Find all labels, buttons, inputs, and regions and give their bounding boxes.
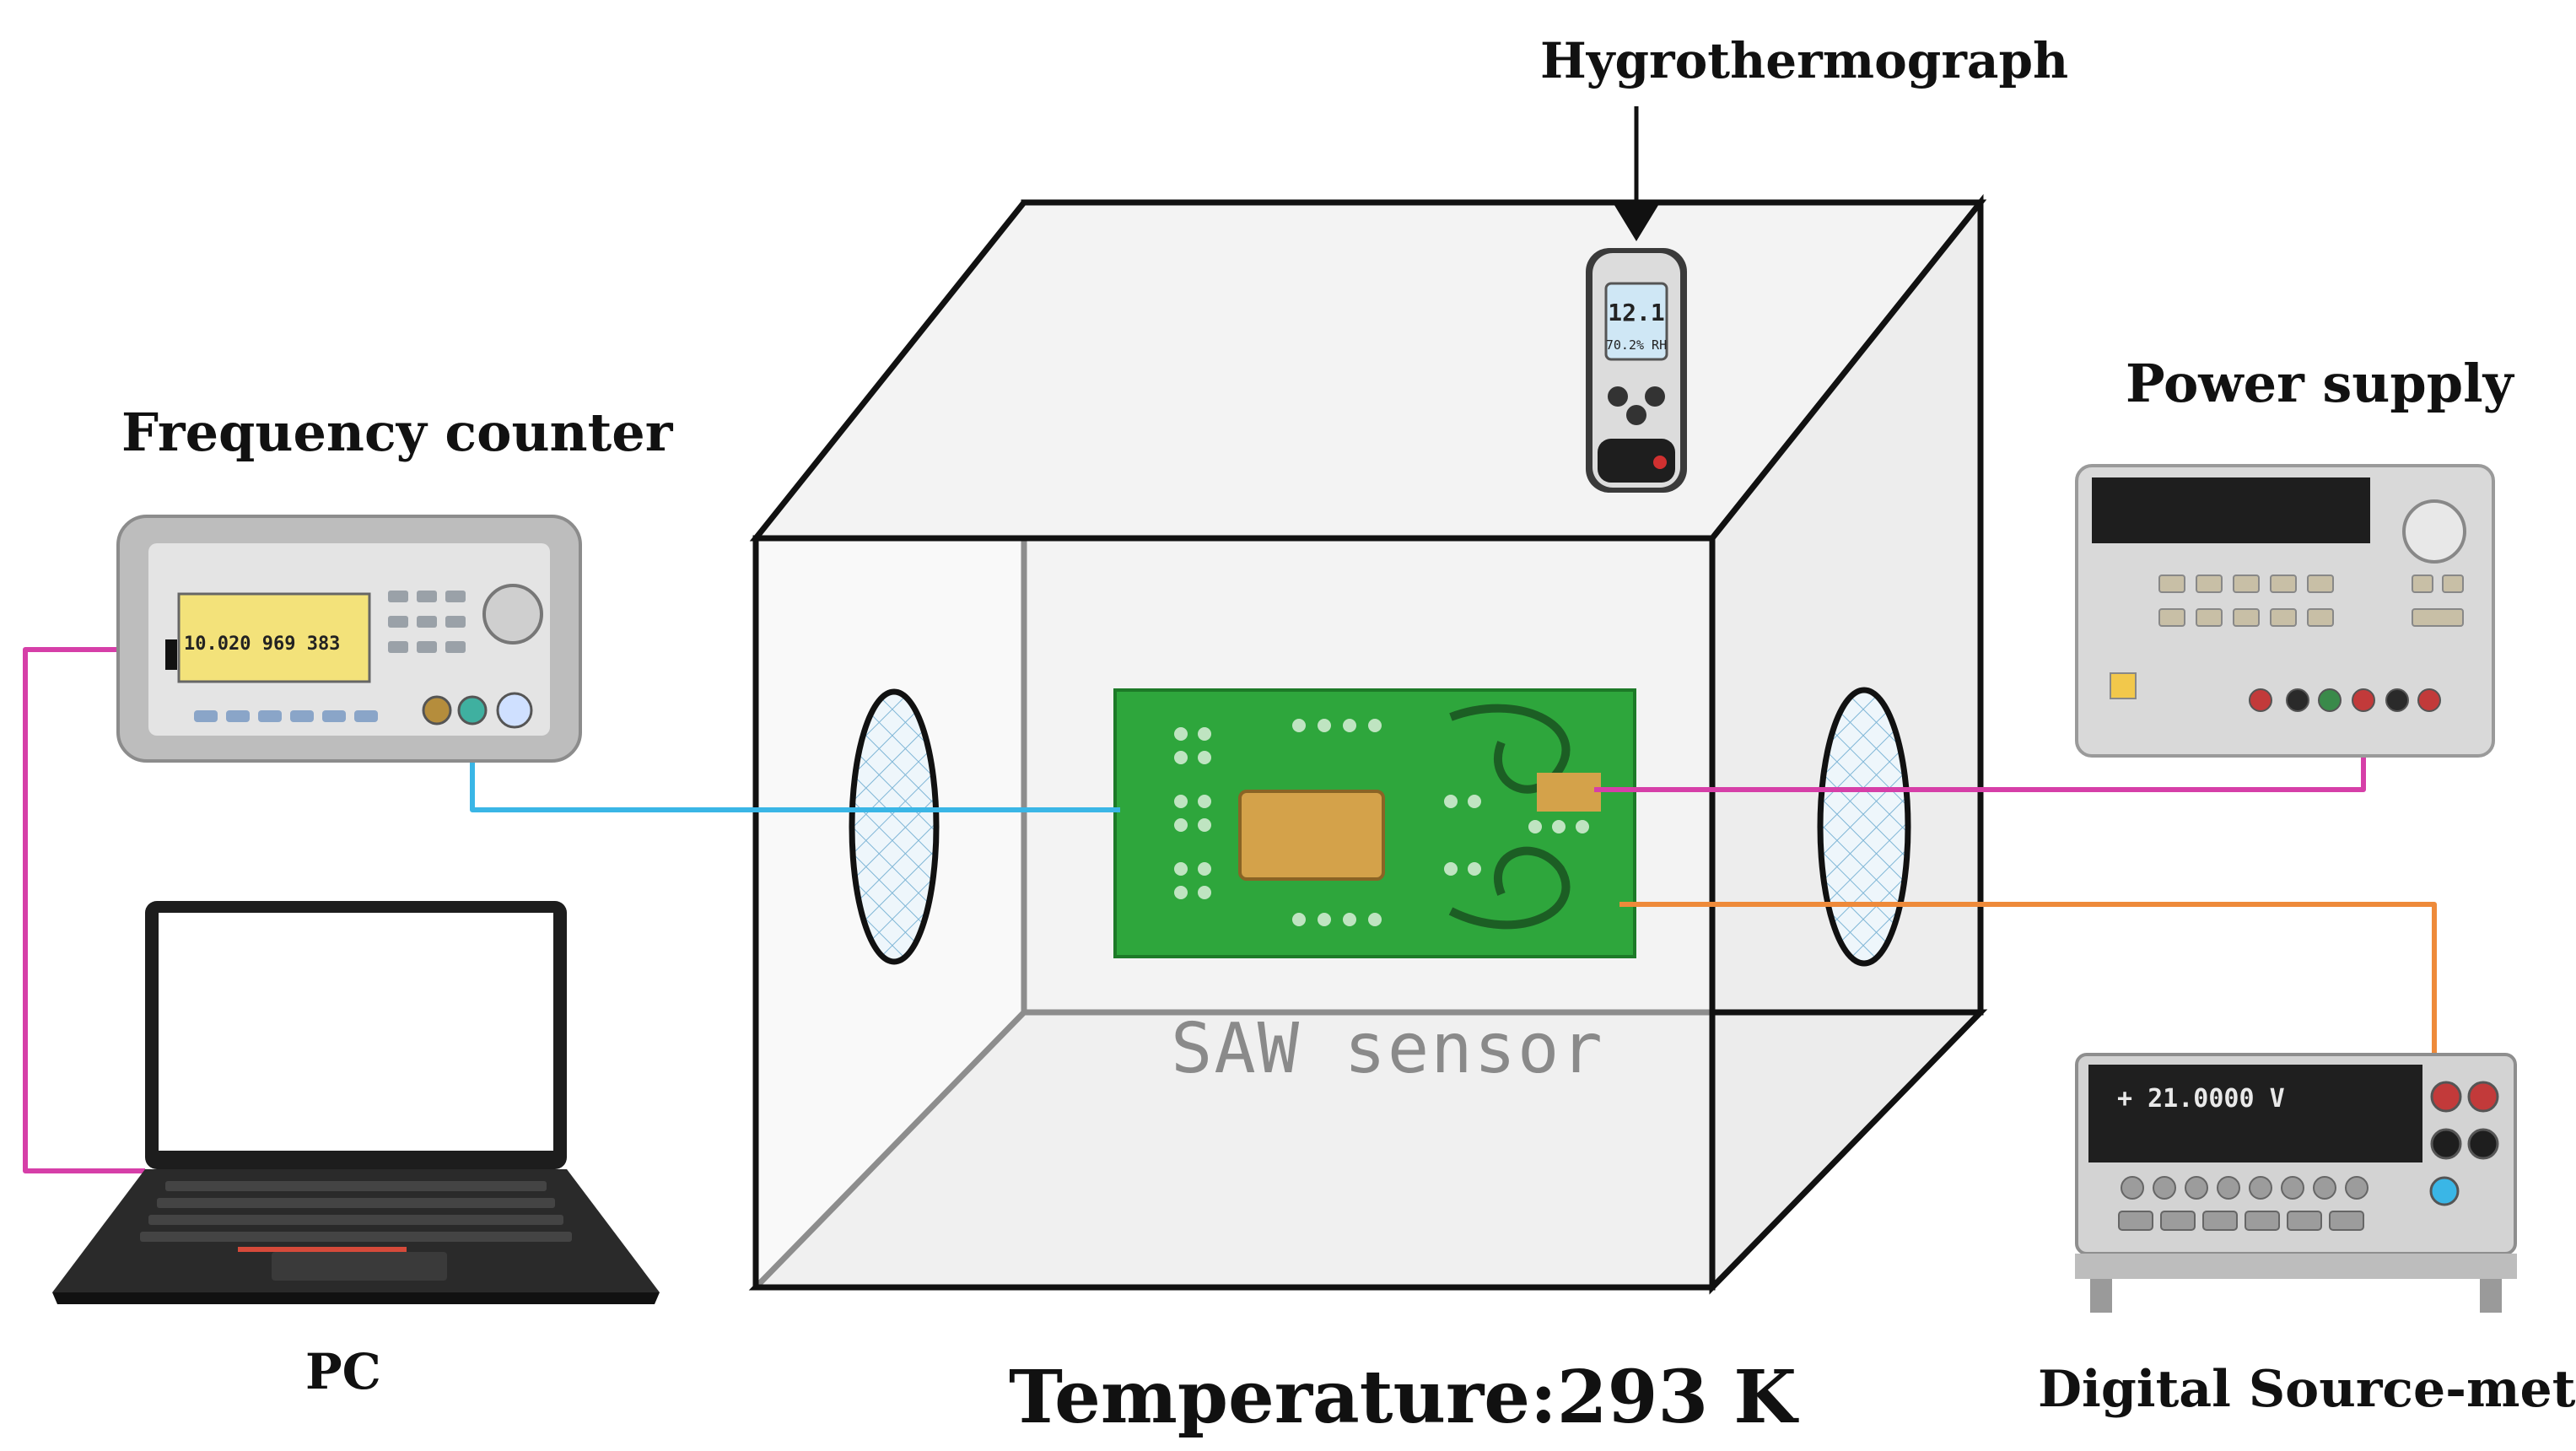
pc-laptop bbox=[52, 901, 660, 1304]
pcb-connector-pad bbox=[1537, 773, 1601, 812]
label-power-supply: Power supply bbox=[2126, 353, 2514, 414]
label-saw-sensor: SAW sensor bbox=[1171, 1009, 1604, 1089]
label-digital-source-meter: Digital Source-meter bbox=[2038, 1360, 2576, 1419]
label-temperature: Temperature:293 K bbox=[1009, 1355, 1797, 1440]
hygrometer-reading: 12.1 bbox=[1608, 299, 1664, 326]
power-supply-device bbox=[2075, 464, 2495, 758]
label-frequency-counter: Frequency counter bbox=[121, 402, 673, 463]
hygrothermograph-arrow-icon bbox=[1613, 202, 1660, 241]
digital-sourcemeter-device: + 21.0000 V bbox=[2075, 1053, 2517, 1313]
right-mesh-port bbox=[1817, 687, 1911, 967]
counter-reading: 10.020 969 383 bbox=[184, 634, 340, 655]
label-pc: PC bbox=[305, 1343, 381, 1400]
hygrothermograph-device: 12.1 70.2% RH bbox=[1586, 106, 1687, 493]
saw-chip bbox=[1238, 790, 1385, 881]
label-hygrothermograph: Hygrothermograph bbox=[1540, 32, 2069, 89]
left-mesh-port bbox=[849, 688, 940, 965]
saw-sensor-pcb bbox=[1113, 688, 1636, 958]
cable-sensor-to-sourcemeter bbox=[1619, 902, 2437, 1071]
hygrometer-subreading: 70.2% RH bbox=[1606, 337, 1667, 353]
sourcemeter-reading: + 21.0000 V bbox=[2117, 1084, 2285, 1114]
frequency-counter-device: 10.020 969 383 bbox=[116, 515, 582, 763]
cable-counter-to-pc bbox=[23, 647, 145, 1173]
